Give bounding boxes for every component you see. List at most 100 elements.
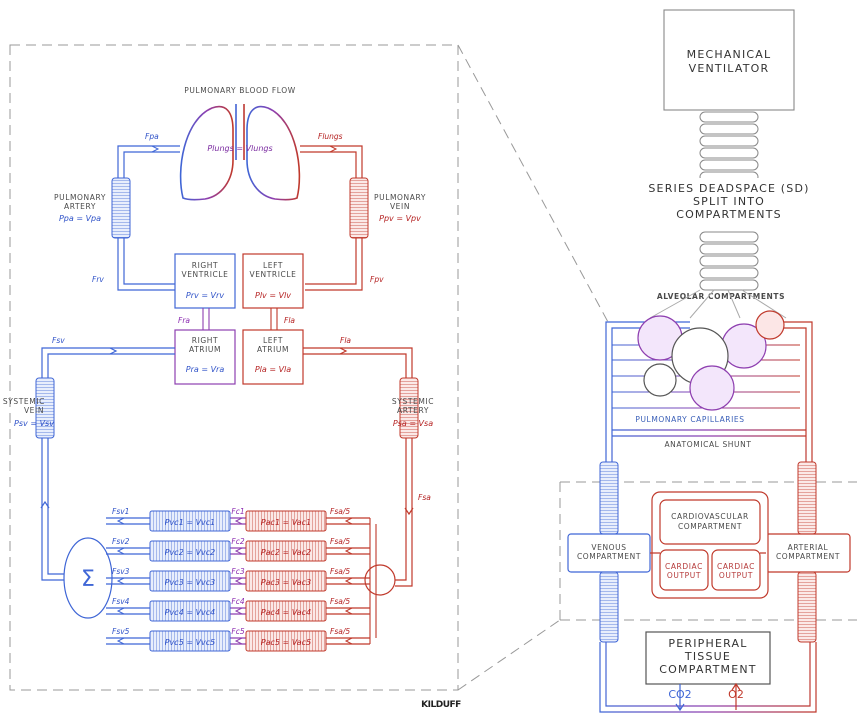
systemic-vein-label-1: SYSTEMIC xyxy=(3,397,45,406)
alveolar-label: ALVEOLAR COMPARTMENTS xyxy=(657,292,785,301)
deadspace-label-3: COMPARTMENTS xyxy=(676,208,782,221)
sum-symbol: Σ xyxy=(81,567,95,592)
ventilator-box xyxy=(663,9,795,111)
pulmonary-artery-label-1: PULMONARY xyxy=(54,193,106,202)
ventilator-label-1: MECHANICAL xyxy=(687,48,772,61)
systemic-vein-compliance xyxy=(35,377,55,439)
signature: KILDUFF xyxy=(421,700,461,710)
venous-flow-label: Fsv5 xyxy=(112,627,130,636)
venous-vessel-lower xyxy=(599,571,619,643)
arterial-capillary xyxy=(245,600,327,622)
capillary-flow-label: Fc3 xyxy=(231,567,244,576)
tube-ring xyxy=(699,135,759,147)
capillaries-label: PULMONARY CAPILLARIES xyxy=(635,415,744,424)
venous-flow-label: Fsv2 xyxy=(112,537,130,546)
capillary-flow-label: Fc1 xyxy=(231,507,244,516)
shunt-label: ANATOMICAL SHUNT xyxy=(664,440,751,449)
lv-label-2: VENTRICLE xyxy=(249,270,296,279)
arterial-vessel-lower xyxy=(797,571,817,643)
airway-branches xyxy=(649,289,787,319)
arterial-capillary xyxy=(245,570,327,592)
ra-label-2: ATRIUM xyxy=(189,345,221,354)
deadspace-label-2: SPLIT INTO xyxy=(693,195,765,208)
venous-vessel-upper xyxy=(599,461,619,535)
rv-label-2: VENTRICLE xyxy=(181,270,228,279)
systemic-artery-pipe xyxy=(303,347,414,565)
flow-la-label: Fla xyxy=(284,316,295,325)
co2-label: CO2 xyxy=(668,688,691,701)
tissue-label-3: COMPARTMENT xyxy=(659,663,756,676)
flow-sa-label: Fsa xyxy=(418,493,431,502)
arterial-capillary-equation: Pac1 = Vac1 xyxy=(261,518,311,527)
lv-label-1: LEFT xyxy=(263,261,283,270)
co-right-label-1: CARDIAC xyxy=(717,562,755,571)
ventilator-label-2: VENTILATOR xyxy=(689,62,770,75)
co-left-label-2: OUTPUT xyxy=(667,571,701,580)
arterial-flow-label: Fsa/5 xyxy=(330,537,350,546)
pulmonary-artery-compliance xyxy=(111,177,131,239)
la-lv-connector xyxy=(270,308,278,330)
tube-ring xyxy=(699,159,759,171)
capillary-flow-label: Fc2 xyxy=(231,537,244,546)
tube-ring xyxy=(699,267,759,279)
flow-ra-label: Fra xyxy=(178,316,190,325)
rv-equation: Prv = Vrv xyxy=(186,291,224,300)
arterial-capillary xyxy=(245,510,327,532)
la-label-1: LEFT xyxy=(263,336,283,345)
venous-capillary-equation: Pvc3 = Vvc3 xyxy=(165,578,216,587)
alveoli-icon xyxy=(637,310,785,411)
arterial-capillary xyxy=(245,540,327,562)
pulmonary-artery-pipe xyxy=(117,145,180,291)
tube-ring xyxy=(699,279,759,291)
arterial-label-2: COMPARTMENT xyxy=(776,552,840,561)
ra-rv-connector xyxy=(202,308,210,330)
tube-ring xyxy=(699,231,759,243)
systemic-artery-label-2: ARTERY xyxy=(397,406,429,415)
systemic-vein-pipe xyxy=(40,347,175,581)
arterial-flow-label: Fsa/5 xyxy=(330,567,350,576)
systemic-vein-equation: Psv = Vsv xyxy=(14,419,54,428)
flow-rv-out-label: Frv xyxy=(92,275,104,284)
rv-label-1: RIGHT xyxy=(192,261,218,270)
venous-capillary xyxy=(149,630,231,652)
arterial-capillary-equation: Pac2 = Vac2 xyxy=(261,548,311,557)
tissue-box xyxy=(645,631,771,685)
venous-capillary xyxy=(149,600,231,622)
tube-ring xyxy=(699,123,759,135)
flow-lungs-label: Flungs xyxy=(318,132,343,141)
capillary-flow-label: Fc4 xyxy=(231,597,244,606)
flow-pa-label: Fpa xyxy=(145,132,159,141)
venous-capillary-equation: Pvc2 = Vvc2 xyxy=(165,548,216,557)
systemic-artery-label-1: SYSTEMIC xyxy=(392,397,434,406)
venous-capillary xyxy=(149,510,231,532)
deadspace-label-1: SERIES DEADSPACE (SD) xyxy=(648,182,809,195)
tube-ring xyxy=(699,243,759,255)
pulmonary-title: PULMONARY BLOOD FLOW xyxy=(184,86,296,95)
la-equation: Pla = Vla xyxy=(255,365,291,374)
venous-flow-label: Fsv1 xyxy=(112,507,129,516)
tube-ring xyxy=(699,147,759,159)
venous-label-1: VENOUS xyxy=(591,543,626,552)
flow-pv-label: Fpv xyxy=(370,275,384,284)
systemic-vein-label-2: VEIN xyxy=(24,406,44,415)
heart xyxy=(174,253,304,385)
capillary-flow-label: Fc5 xyxy=(231,627,244,636)
ra-equation: Pra = Vra xyxy=(186,365,225,374)
flow-sv-label: Fsv xyxy=(52,336,65,345)
cardiovascular-compartment xyxy=(651,491,769,599)
systemic-artery-equation: Psa = Vsa xyxy=(393,419,433,428)
tube-ring xyxy=(699,255,759,267)
arterial-capillary-equation: Pac5 = Vac5 xyxy=(261,638,311,647)
co-left-label-1: CARDIAC xyxy=(665,562,703,571)
pulmonary-vein-pipe xyxy=(300,145,363,291)
flow-la-out-label: Fla xyxy=(340,336,351,345)
tissue-loop xyxy=(599,642,817,713)
pulmonary-artery-label-2: ARTERY xyxy=(64,202,96,211)
la-label-2: ATRIUM xyxy=(257,345,289,354)
arterial-flow-label: Fsa/5 xyxy=(330,597,350,606)
